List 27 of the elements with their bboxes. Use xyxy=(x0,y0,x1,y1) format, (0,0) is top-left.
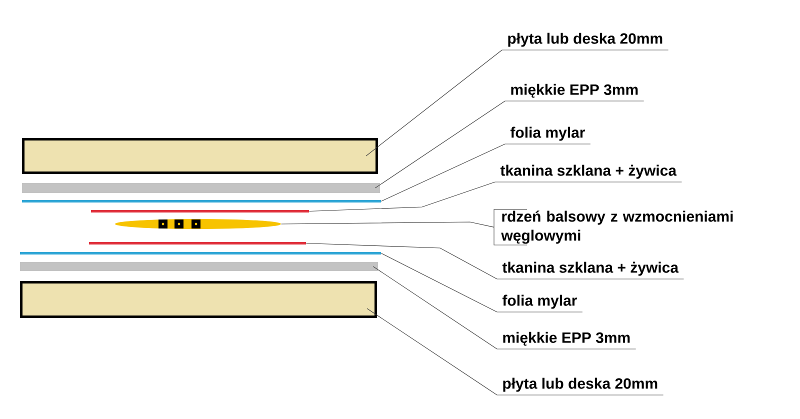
film-layer xyxy=(89,242,306,244)
leader-line xyxy=(308,182,496,212)
film-layer xyxy=(22,200,381,202)
foam-layer xyxy=(22,183,380,193)
underlined-label: tkanina szklana + żywica xyxy=(494,164,682,182)
leader-line xyxy=(380,252,498,312)
leader-line xyxy=(366,50,502,156)
underlined-label: folia mylar xyxy=(504,126,591,144)
board-layer xyxy=(20,281,377,318)
bracketed-label: rdzeń balsowy z wzmocnieniami węglowymi xyxy=(494,209,733,246)
underlined-label: miękkie EPP 3mm xyxy=(504,84,644,102)
film-layer xyxy=(20,252,381,254)
leader-line xyxy=(374,100,506,188)
underlined-label: tkanina szklana + żywica xyxy=(496,262,684,280)
film-layer xyxy=(91,210,309,212)
leader-line xyxy=(372,266,498,350)
underlined-label: miękkie EPP 3mm xyxy=(496,332,636,350)
underlined-label: płyta lub deska 20mm xyxy=(502,32,669,50)
board-layer xyxy=(22,138,378,174)
leader-line xyxy=(280,222,494,228)
leader-line xyxy=(366,308,498,396)
underlined-label: folia mylar xyxy=(496,294,583,312)
leader-line xyxy=(306,242,498,280)
leader-line xyxy=(380,144,506,202)
foam-layer xyxy=(20,262,378,271)
core-drawing xyxy=(115,219,281,229)
underlined-label: płyta lub deska 20mm xyxy=(496,378,664,396)
